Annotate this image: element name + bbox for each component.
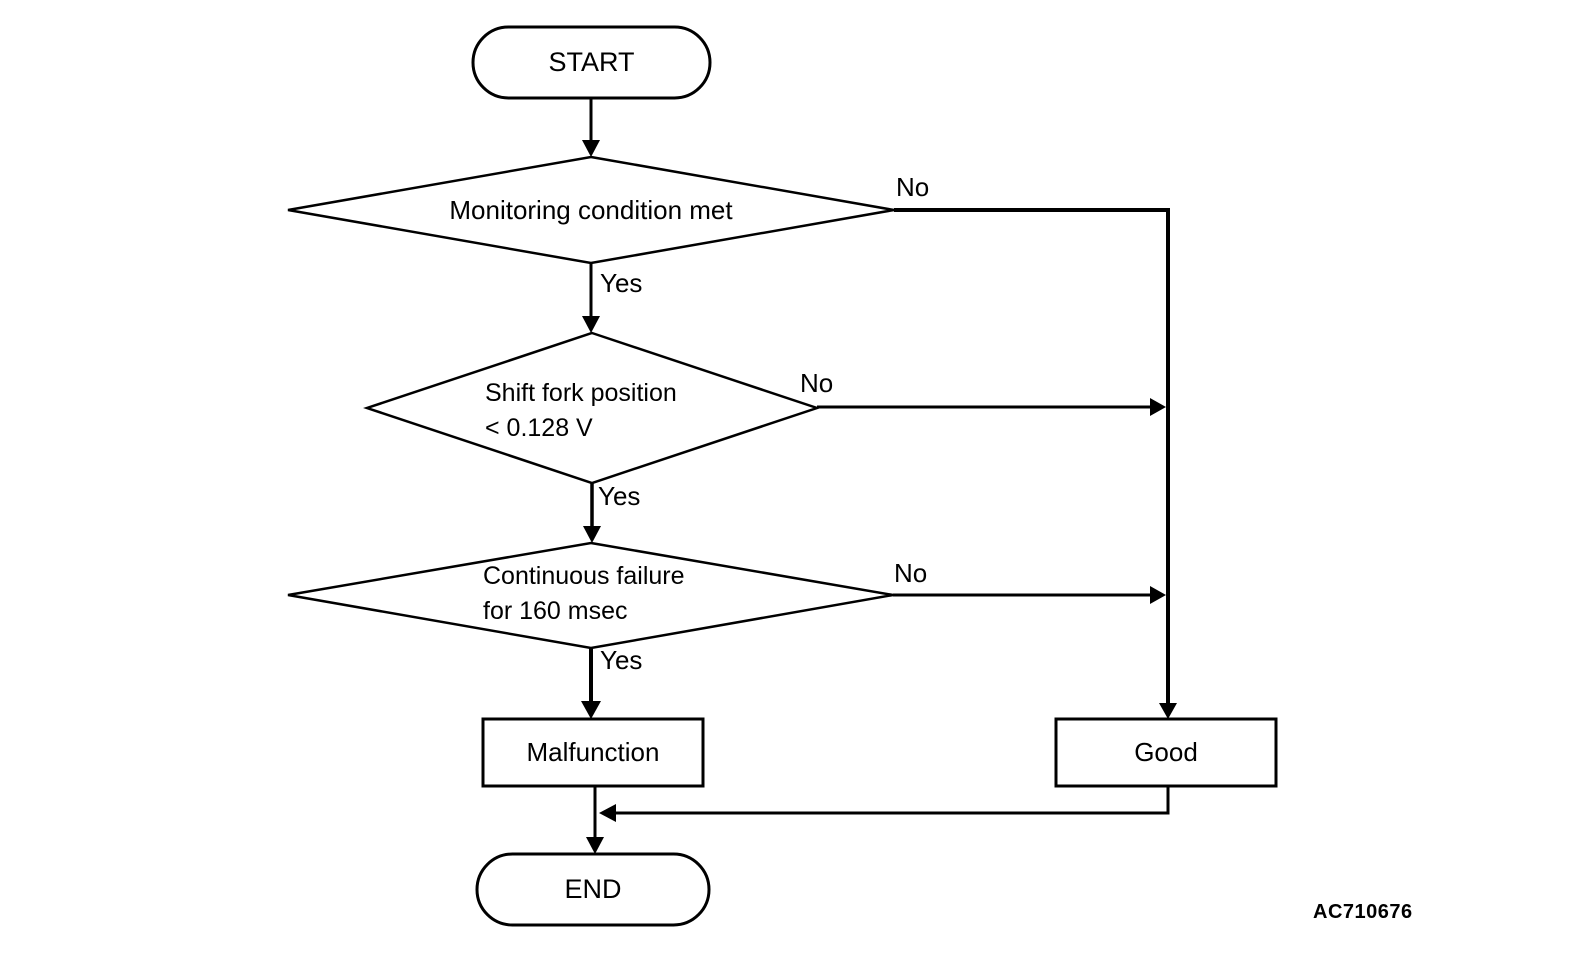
start-label: START bbox=[548, 47, 635, 77]
malfunction-box-shape bbox=[481, 717, 705, 788]
arrowhead-decision1-yes bbox=[582, 316, 600, 333]
edge-good-to-join bbox=[614, 786, 1170, 815]
end-terminator-shape bbox=[475, 852, 711, 927]
decision2-no-label: No bbox=[800, 368, 834, 398]
malfunction-label: Malfunction bbox=[526, 737, 660, 767]
decision2-label: Shift fork position < 0.128 V bbox=[485, 376, 785, 446]
decision2-label-line1: Shift fork position bbox=[485, 379, 677, 407]
arrowhead-decision2-yes bbox=[583, 526, 601, 543]
decision1-label: Monitoring condition met bbox=[449, 194, 733, 225]
decision2-yes-label: Yes bbox=[598, 481, 641, 511]
arrowhead-decision3-no bbox=[1150, 586, 1166, 604]
good-box-shape bbox=[1054, 717, 1278, 788]
figure-code: AC710676 bbox=[1313, 901, 1413, 923]
arrowhead-into-end bbox=[586, 837, 604, 854]
arrowhead-into-malfunction bbox=[581, 701, 601, 719]
decision3-label-line2: for 160 msec bbox=[483, 597, 628, 625]
good-label: Good bbox=[1134, 737, 1198, 767]
decision3-yes-label: Yes bbox=[600, 645, 643, 675]
arrowhead-good-join bbox=[599, 804, 616, 822]
decision3-label-line1: Continuous failure bbox=[483, 562, 685, 590]
decision1-no-label: No bbox=[896, 172, 930, 202]
decision3-no-label: No bbox=[894, 558, 928, 588]
arrowhead-start-to-decision1 bbox=[582, 140, 600, 157]
decision3-label: Continuous failure for 160 msec bbox=[483, 559, 783, 629]
decision1-yes-label: Yes bbox=[600, 268, 643, 298]
arrowhead-into-good bbox=[1159, 703, 1177, 719]
decision2-label-line2: < 0.128 V bbox=[485, 414, 593, 442]
end-label: END bbox=[564, 874, 622, 904]
arrowhead-decision2-no bbox=[1150, 398, 1166, 416]
